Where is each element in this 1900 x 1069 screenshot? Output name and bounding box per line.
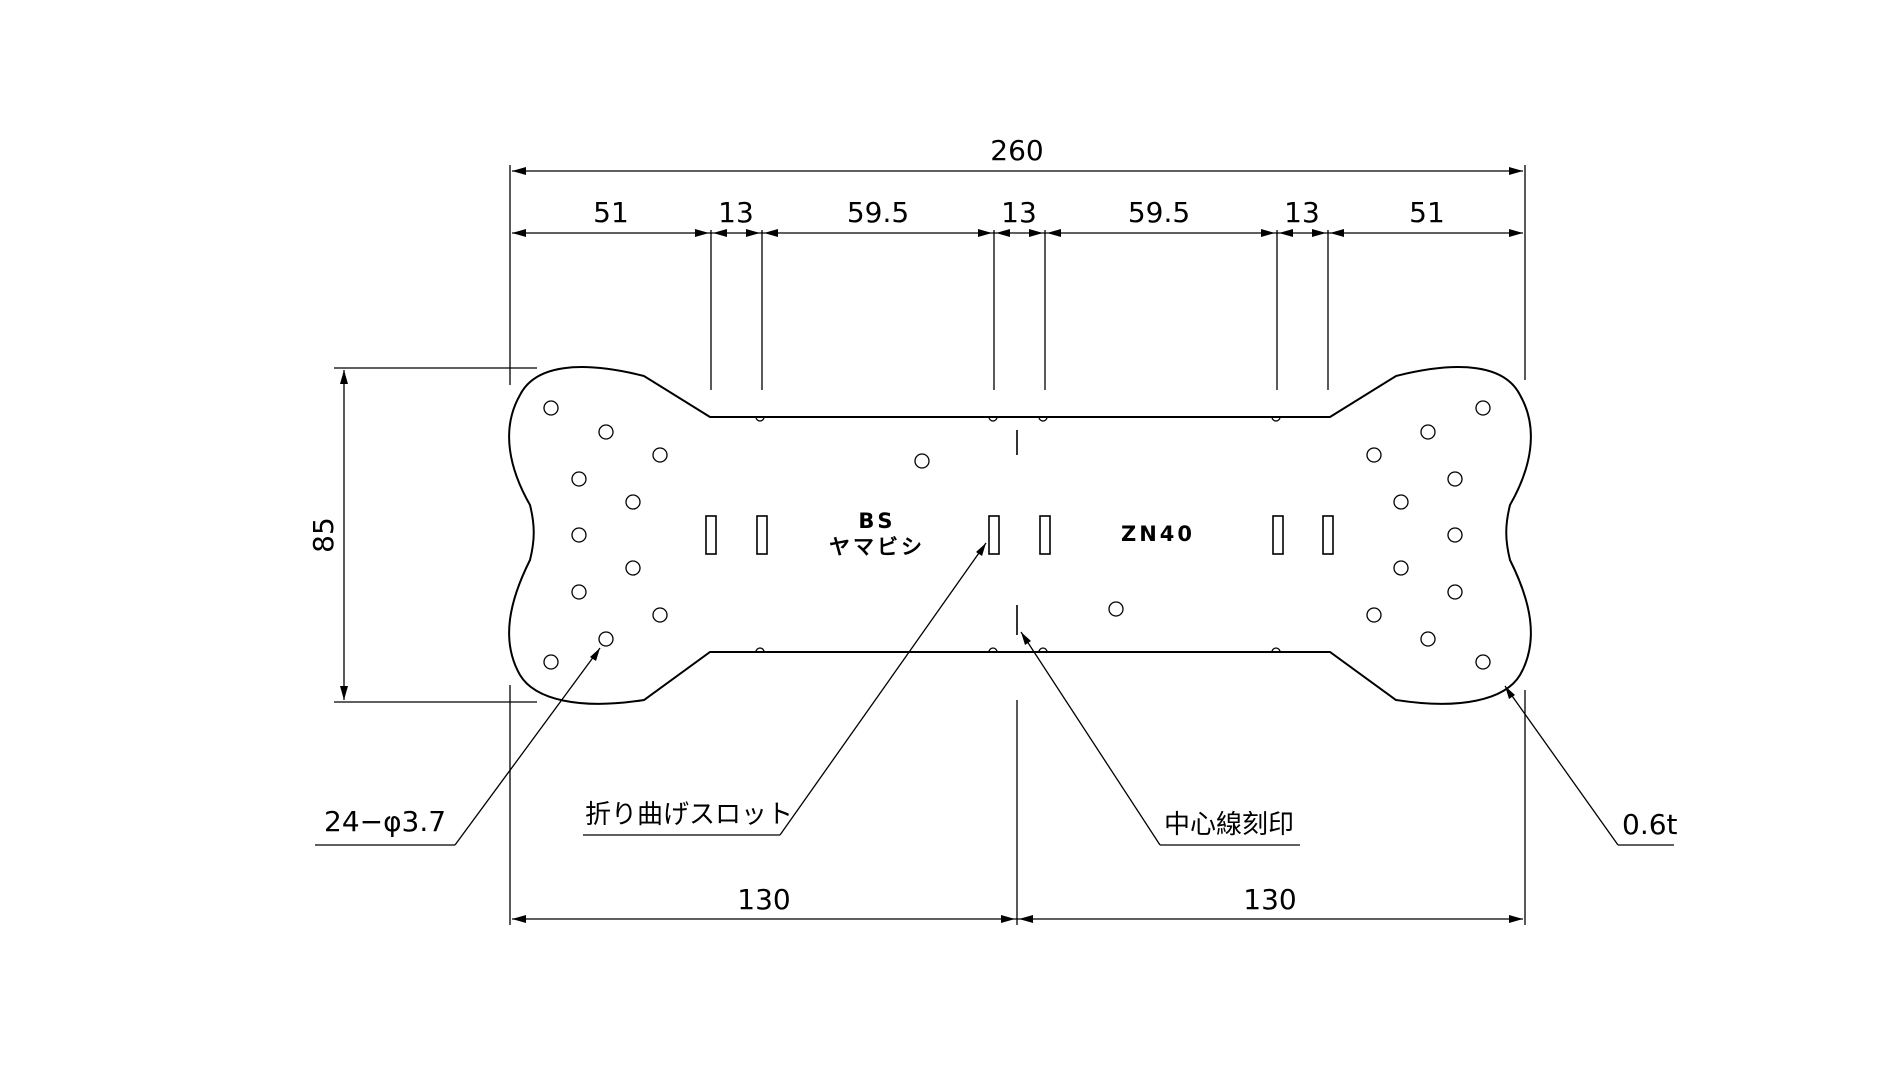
bend-slot bbox=[705, 515, 717, 555]
mounting-hole bbox=[571, 527, 587, 543]
leader-center-mark: 中心線刻印 bbox=[1020, 631, 1300, 846]
dimension-segments: 51 13 59.5 13 59.5 13 51 bbox=[512, 196, 1523, 237]
bend-slot bbox=[1039, 515, 1051, 555]
dim-height-label: 85 bbox=[307, 517, 340, 553]
mounting-hole bbox=[1393, 560, 1409, 576]
mounting-hole bbox=[1108, 601, 1124, 617]
mounting-hole bbox=[1366, 607, 1382, 623]
bend-notches bbox=[755, 416, 1281, 653]
mounting-hole bbox=[1366, 447, 1382, 463]
bend-slot bbox=[1322, 515, 1334, 555]
mounting-hole bbox=[598, 424, 614, 440]
mounting-hole bbox=[1447, 471, 1463, 487]
marking-model: ZN40 bbox=[1121, 522, 1195, 546]
dimension-halves: 130 130 bbox=[512, 883, 1523, 923]
marking-yamabishi: ヤマビシ bbox=[829, 535, 925, 559]
extension-lines-bottom bbox=[509, 685, 1526, 925]
dimension-overall: 260 bbox=[512, 134, 1523, 175]
mounting-holes bbox=[543, 400, 1491, 670]
callout-bend-slot: 折り曲げスロット bbox=[585, 800, 793, 830]
mounting-hole bbox=[914, 453, 930, 469]
mounting-hole bbox=[1475, 400, 1491, 416]
plate-outline bbox=[508, 366, 1532, 705]
mounting-hole bbox=[543, 400, 559, 416]
marking-bs: BS bbox=[858, 509, 895, 533]
mounting-hole bbox=[1393, 494, 1409, 510]
dim-seg-3: 59.5 bbox=[847, 196, 909, 229]
callout-center-mark: 中心線刻印 bbox=[1164, 810, 1294, 840]
callout-thickness: 0.6t bbox=[1622, 808, 1678, 841]
dim-seg-5: 59.5 bbox=[1128, 196, 1190, 229]
mounting-hole bbox=[1420, 631, 1436, 647]
dim-seg-2: 13 bbox=[718, 196, 754, 229]
mounting-hole bbox=[543, 654, 559, 670]
dim-seg-1: 51 bbox=[593, 196, 629, 229]
leader-holes: 24−φ3.7 bbox=[315, 647, 601, 846]
dim-seg-4: 13 bbox=[1001, 196, 1037, 229]
mounting-hole bbox=[1447, 527, 1463, 543]
mounting-hole bbox=[1475, 654, 1491, 670]
mounting-hole bbox=[1420, 424, 1436, 440]
bend-slot bbox=[756, 515, 768, 555]
bend-slot bbox=[988, 515, 1000, 555]
dim-seg-6: 13 bbox=[1284, 196, 1320, 229]
mounting-hole bbox=[571, 471, 587, 487]
leader-thickness: 0.6t bbox=[1504, 685, 1678, 846]
mounting-hole bbox=[652, 447, 668, 463]
extension-lines-top bbox=[509, 165, 1526, 390]
dim-half-right: 130 bbox=[1243, 883, 1296, 916]
mounting-hole bbox=[571, 584, 587, 600]
mounting-hole bbox=[625, 560, 641, 576]
dim-overall-label: 260 bbox=[990, 134, 1043, 167]
mounting-hole bbox=[652, 607, 668, 623]
mounting-hole bbox=[1447, 584, 1463, 600]
leader-bend-slot: 折り曲げスロット bbox=[583, 542, 987, 836]
bend-slots bbox=[705, 515, 1334, 555]
bend-slot bbox=[1272, 515, 1284, 555]
dim-seg-7: 51 bbox=[1409, 196, 1445, 229]
dim-half-left: 130 bbox=[737, 883, 790, 916]
dimension-height: 85 bbox=[307, 367, 537, 703]
callout-holes: 24−φ3.7 bbox=[324, 805, 446, 838]
mounting-hole bbox=[598, 631, 614, 647]
mounting-hole bbox=[625, 494, 641, 510]
